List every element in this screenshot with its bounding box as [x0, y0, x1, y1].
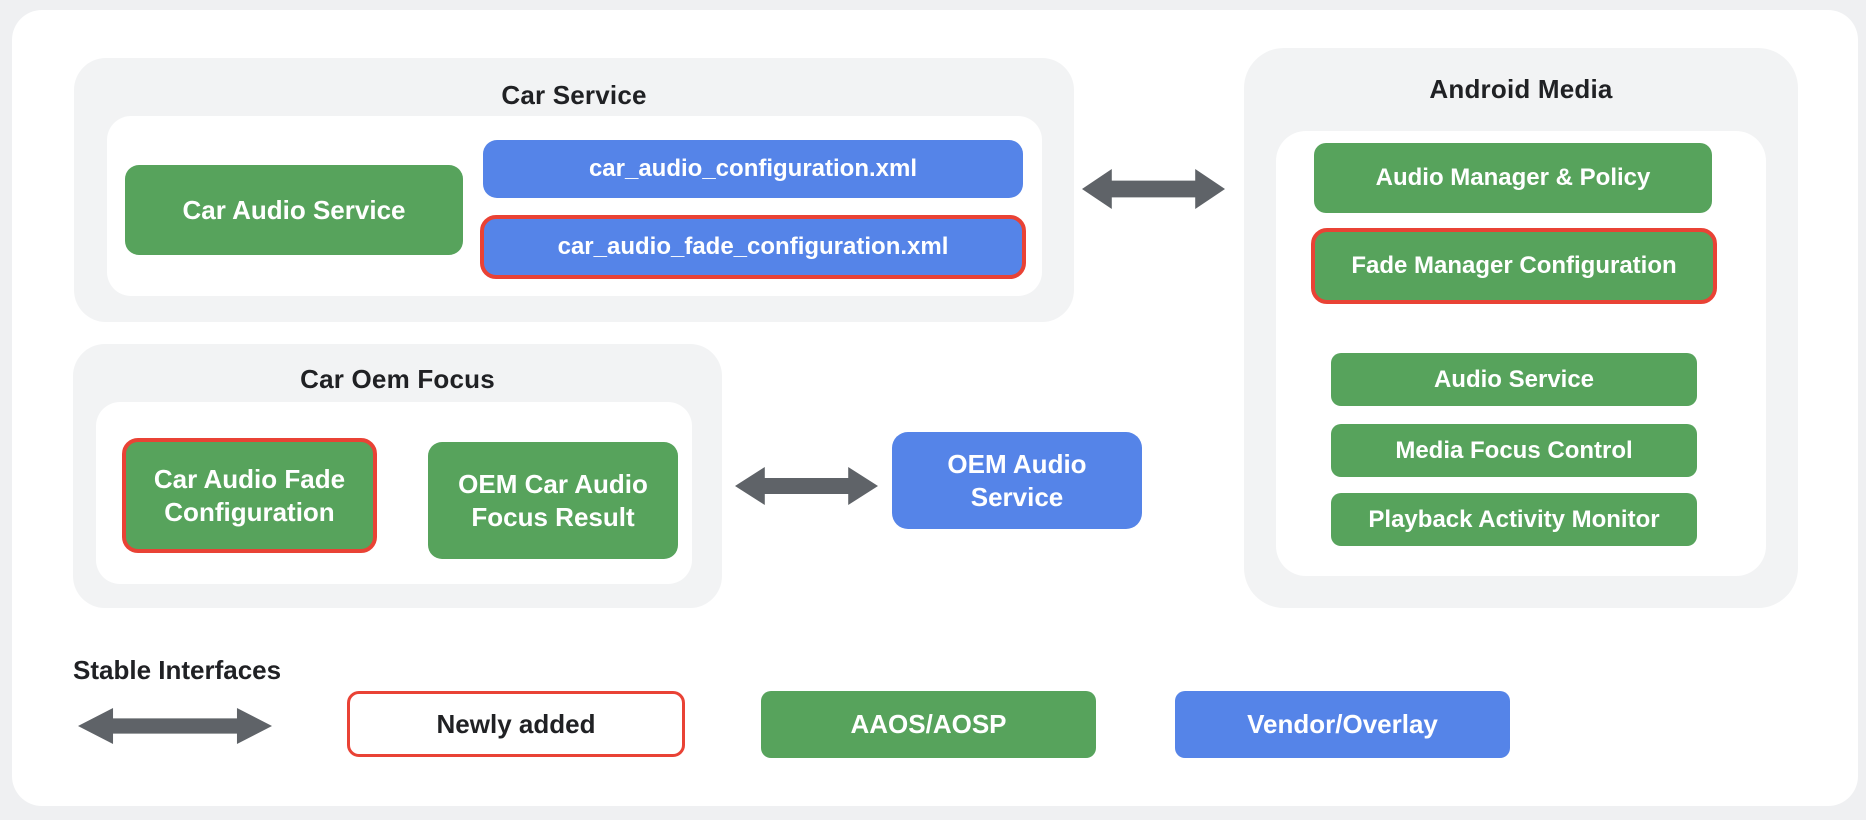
- playback-activity-monitor-box: Playback Activity Monitor: [1331, 493, 1697, 546]
- audio-service-box: Audio Service: [1331, 353, 1697, 406]
- car-audio-fade-configuration-xml-box: car_audio_fade_configuration.xml: [480, 215, 1026, 279]
- newly-added-legend-box: Newly added: [347, 691, 685, 757]
- double-arrow-icon: [735, 467, 878, 505]
- car-oem-focus-oem-audio-arrow: [735, 466, 878, 506]
- stable-interfaces-label: Stable Interfaces: [73, 655, 282, 685]
- car-audio-service-box: Car Audio Service: [125, 165, 463, 255]
- oem-audio-service-box: OEM Audio Service: [892, 432, 1142, 529]
- car-service-title: Car Service: [501, 80, 647, 110]
- audio-manager-policy-box: Audio Manager & Policy: [1314, 143, 1712, 213]
- media-focus-control-box: Media Focus Control: [1331, 424, 1697, 477]
- car-oem-focus-title: Car Oem Focus: [300, 364, 495, 394]
- stable-interfaces-arrow: [78, 707, 272, 745]
- double-arrow-icon: [78, 707, 272, 745]
- double-arrow-icon: [1082, 169, 1225, 209]
- car-audio-fade-configuration-box: Car Audio Fade Configuration: [122, 438, 377, 553]
- car-service-android-media-arrow: [1082, 168, 1225, 210]
- vendor-overlay-legend-box: Vendor/Overlay: [1175, 691, 1510, 758]
- fade-manager-configuration-box: Fade Manager Configuration: [1311, 228, 1717, 304]
- aaos-aosp-legend-box: AAOS/AOSP: [761, 691, 1096, 758]
- car-audio-configuration-xml-box: car_audio_configuration.xml: [483, 140, 1023, 198]
- oem-car-audio-focus-result-box: OEM Car Audio Focus Result: [428, 442, 678, 559]
- android-media-title: Android Media: [1429, 74, 1613, 104]
